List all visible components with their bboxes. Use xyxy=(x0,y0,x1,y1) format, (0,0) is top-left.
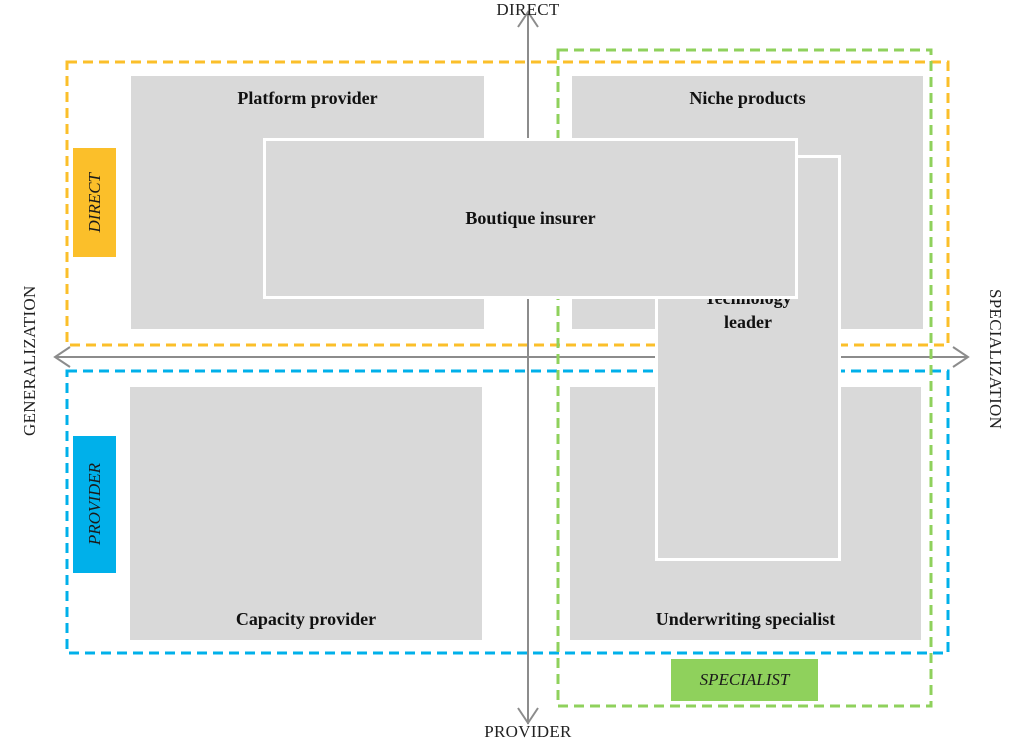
quadrant-label: Underwriting specialist xyxy=(655,609,836,629)
axis-arrow-up-icon xyxy=(517,10,539,28)
provider-tag-label: PROVIDER xyxy=(84,463,104,546)
axis-label-provider: PROVIDER xyxy=(484,722,572,741)
quadrant-label: Niche products xyxy=(689,88,806,108)
boutique-insurer-box: Boutique insurer xyxy=(263,138,798,299)
specialist-tag: SPECIALIST xyxy=(671,659,818,701)
specialist-group-border xyxy=(556,48,933,708)
provider-tag: PROVIDER xyxy=(73,436,116,573)
axis-arrow-down-icon xyxy=(517,707,539,725)
direct-tag-label: DIRECT xyxy=(84,172,104,233)
boutique-insurer-label: Boutique insurer xyxy=(465,208,596,228)
axis-arrow-left-icon xyxy=(53,346,71,368)
provider-group-border xyxy=(65,369,950,655)
axis-label-specialization: SPECIALIZATION xyxy=(986,289,1005,430)
axis-label-generalization: GENERALIZATION xyxy=(20,285,39,437)
technology-leader-line2: leader xyxy=(724,312,772,332)
axis-arrow-right-icon xyxy=(952,346,970,368)
direct-tag: DIRECT xyxy=(73,148,116,257)
quadrant-label: Capacity provider xyxy=(235,609,377,629)
specialist-tag-label: SPECIALIST xyxy=(699,670,790,689)
direct-group-border xyxy=(65,60,950,347)
axis-label-direct: DIRECT xyxy=(496,0,560,19)
quadrant-capacity-provider: Capacity provider xyxy=(130,387,482,640)
quadrant-label: Platform provider xyxy=(237,88,378,108)
